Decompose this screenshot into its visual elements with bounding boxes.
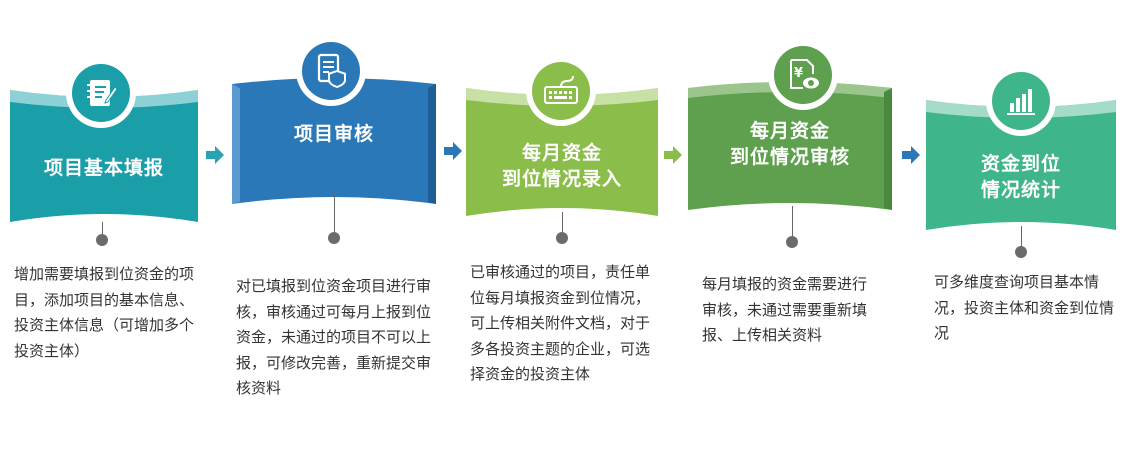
banner-shape [688, 82, 892, 210]
document-shield-icon [317, 53, 346, 88]
arrow-right-icon [902, 146, 920, 164]
bar-chart-icon [1007, 89, 1035, 115]
step-3-badge [526, 56, 596, 126]
step-5-stem [1021, 226, 1022, 250]
step-4-dot [786, 236, 798, 248]
step-3-banner: 每月资金 到位情况录入 [466, 88, 658, 216]
notebook-pen-icon [87, 80, 118, 106]
step-4-banner: 每月资金 到位情况审核 [688, 76, 892, 210]
step-2-dot [328, 232, 340, 244]
yen-document-eye-icon: ¥ [790, 59, 819, 89]
step-5-description: 可多维度查询项目基本情况，投资主体和资金到位情况 [934, 273, 1115, 342]
step-2-description: 对已填报到位资金项目进行审核，审核通过可每月上报到位资金，未通过的项目不可以上报… [236, 277, 432, 397]
banner-shape [232, 78, 436, 204]
step-3-description: 已审核通过的项目，责任单位每月填报资金到位情况，可上传相关附件文档，对于多各投资… [470, 263, 651, 383]
step-4-badge: ¥ [768, 40, 838, 110]
svg-text:¥: ¥ [794, 66, 803, 81]
step-1-dot [96, 234, 108, 246]
keyboard-icon [544, 75, 578, 104]
step-1-stem [102, 222, 103, 238]
step-4-description: 每月填报的资金需要进行审核，未通过需要重新填报、上传相关资料 [702, 275, 868, 344]
arrow-right-icon [444, 142, 462, 160]
arrow-right-icon [664, 146, 682, 164]
step-1-title: 项目基本填报 [43, 157, 164, 179]
step-3-stem [562, 212, 563, 234]
step-2-title: 项目审核 [293, 123, 374, 145]
arrow-right-icon [206, 146, 224, 164]
step-3-dot [556, 232, 568, 244]
step-1-badge [66, 58, 136, 128]
step-5-badge [986, 66, 1056, 136]
step-1-banner: 项目基本填报 [10, 90, 198, 222]
step-5-title: 资金到位 情况统计 [980, 153, 1061, 201]
step-5-dot [1015, 246, 1027, 258]
step-1-description: 增加需要填报到位资金的项目，添加项目的基本信息、投资主体信息（可增加多个投资主体… [14, 265, 195, 360]
step-2-badge [296, 36, 366, 106]
step-2-stem [334, 194, 335, 234]
step-2-banner: 项目审核 [232, 72, 436, 204]
step-3-title: 每月资金 到位情况录入 [501, 142, 622, 190]
step-4-title: 每月资金 到位情况审核 [729, 120, 850, 168]
step-4-stem [792, 206, 793, 238]
